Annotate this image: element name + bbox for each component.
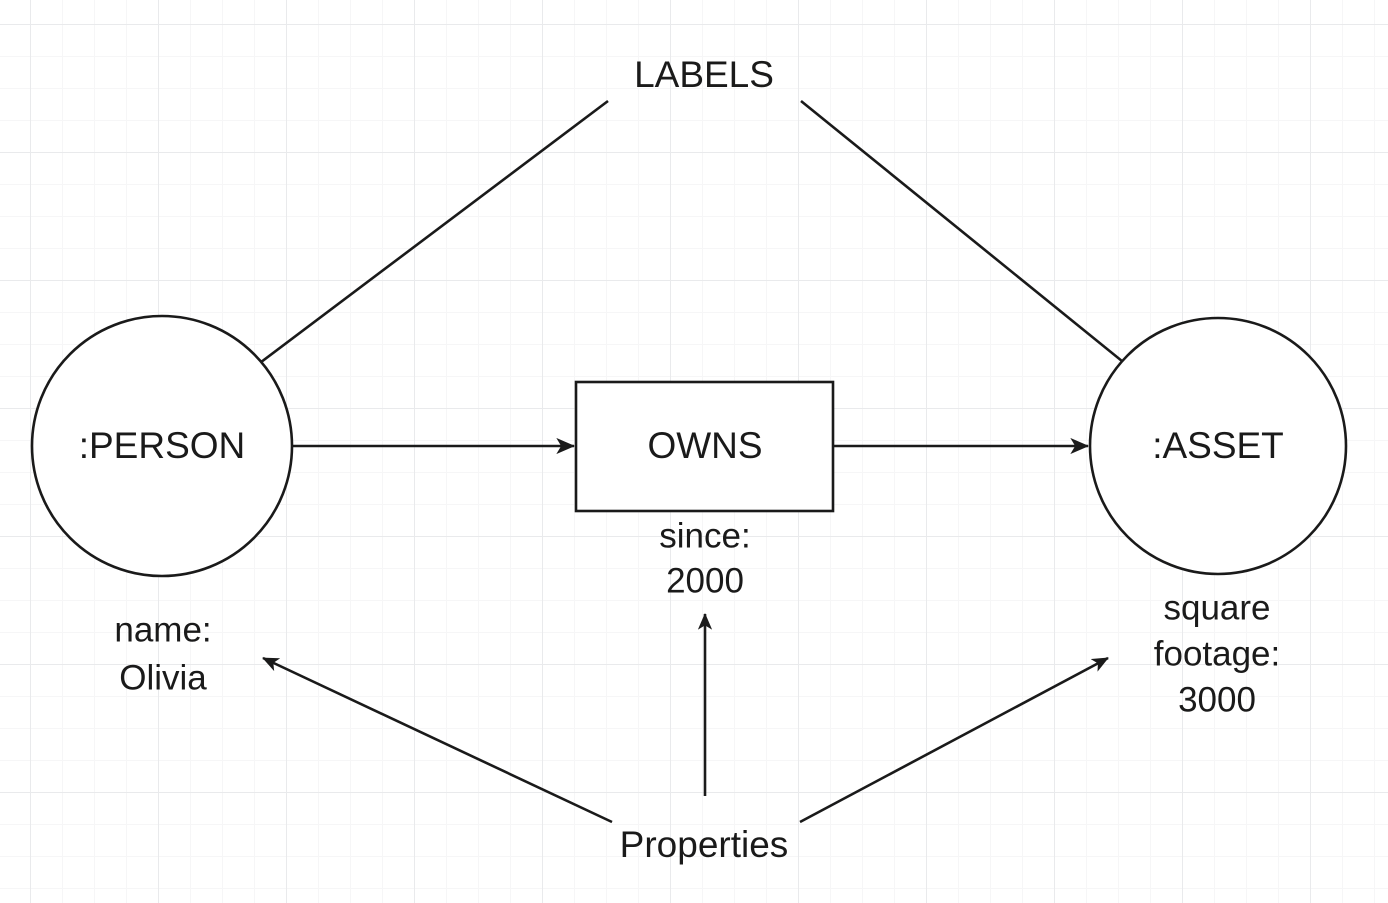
properties-annotation-text: Properties [620, 824, 789, 865]
node-person-circle[interactable] [30, 314, 294, 578]
person-property-key: name: [114, 610, 211, 649]
labels-to-asset-arrow [800, 99, 1176, 406]
relationship-owns-label: OWNS [647, 425, 762, 466]
owns-property-value: 2000 [666, 561, 744, 600]
node-asset-circle[interactable] [1088, 316, 1348, 576]
person-property-value: Olivia [119, 658, 207, 697]
relationship-owns-box[interactable] [574, 380, 835, 513]
asset-property-key-line1: square [1163, 588, 1270, 627]
node-asset-label: :ASSET [1152, 425, 1284, 466]
labels-annotation-text: LABELS [634, 54, 774, 95]
asset-property-key-line2: footage: [1154, 634, 1281, 673]
node-person-label: :PERSON [79, 425, 246, 466]
properties-to-person-prop-arrow [262, 656, 613, 824]
labels-to-person-arrow [199, 99, 609, 410]
properties-to-asset-prop-arrow [799, 656, 1109, 824]
asset-property-value: 3000 [1178, 680, 1256, 719]
owns-property-key: since: [659, 516, 750, 555]
